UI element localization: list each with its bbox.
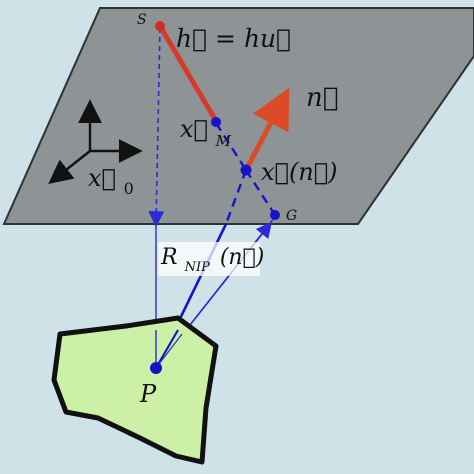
- label-g: G: [286, 208, 297, 224]
- label-x-n: x⃗(n⃗): [261, 158, 338, 186]
- label-x-m-base: x⃗: [180, 115, 208, 143]
- n-vector-line: [243, 87, 290, 172]
- plane: [2, 7, 474, 225]
- label-r-nip-sub: NIP: [184, 260, 211, 275]
- object-blob: [51, 315, 219, 465]
- point-p: [150, 362, 162, 374]
- label-r-nip-arg: (n⃗): [220, 245, 265, 270]
- ray-over-blob-1: [155, 329, 179, 369]
- point-g: [270, 210, 280, 220]
- r-nip-label-bg: [158, 242, 260, 276]
- path-xn-g: [244, 169, 277, 216]
- s-projection-dashed: [148, 27, 165, 228]
- label-s: S: [137, 12, 147, 28]
- ray-over-blob-3: [155, 333, 183, 369]
- h-vector-line: [157, 24, 219, 123]
- point-x-n: [240, 164, 252, 176]
- label-x-m-sub: M: [215, 132, 232, 150]
- label-h-vector: h⃗ = hu⃗: [176, 24, 291, 53]
- label-n-vector: n⃗: [306, 83, 338, 113]
- label-x0-sub: 0: [124, 179, 134, 198]
- point-s: [155, 21, 165, 31]
- label-r-nip: R NIP (n⃗): [160, 245, 264, 277]
- path-xm-xn: [214, 122, 248, 171]
- coordinate-axes: [48, 99, 143, 184]
- label-x0-base: x⃗: [88, 164, 116, 192]
- label-x0: x⃗ 0: [88, 164, 134, 198]
- label-r-nip-base: R: [160, 245, 178, 270]
- label-p: P: [139, 380, 157, 408]
- ray-p-to-xn-dashed: [224, 169, 248, 225]
- axis-diagonal: [48, 150, 91, 184]
- label-x-m: x⃗ M: [180, 115, 232, 150]
- point-x-m: [211, 117, 221, 127]
